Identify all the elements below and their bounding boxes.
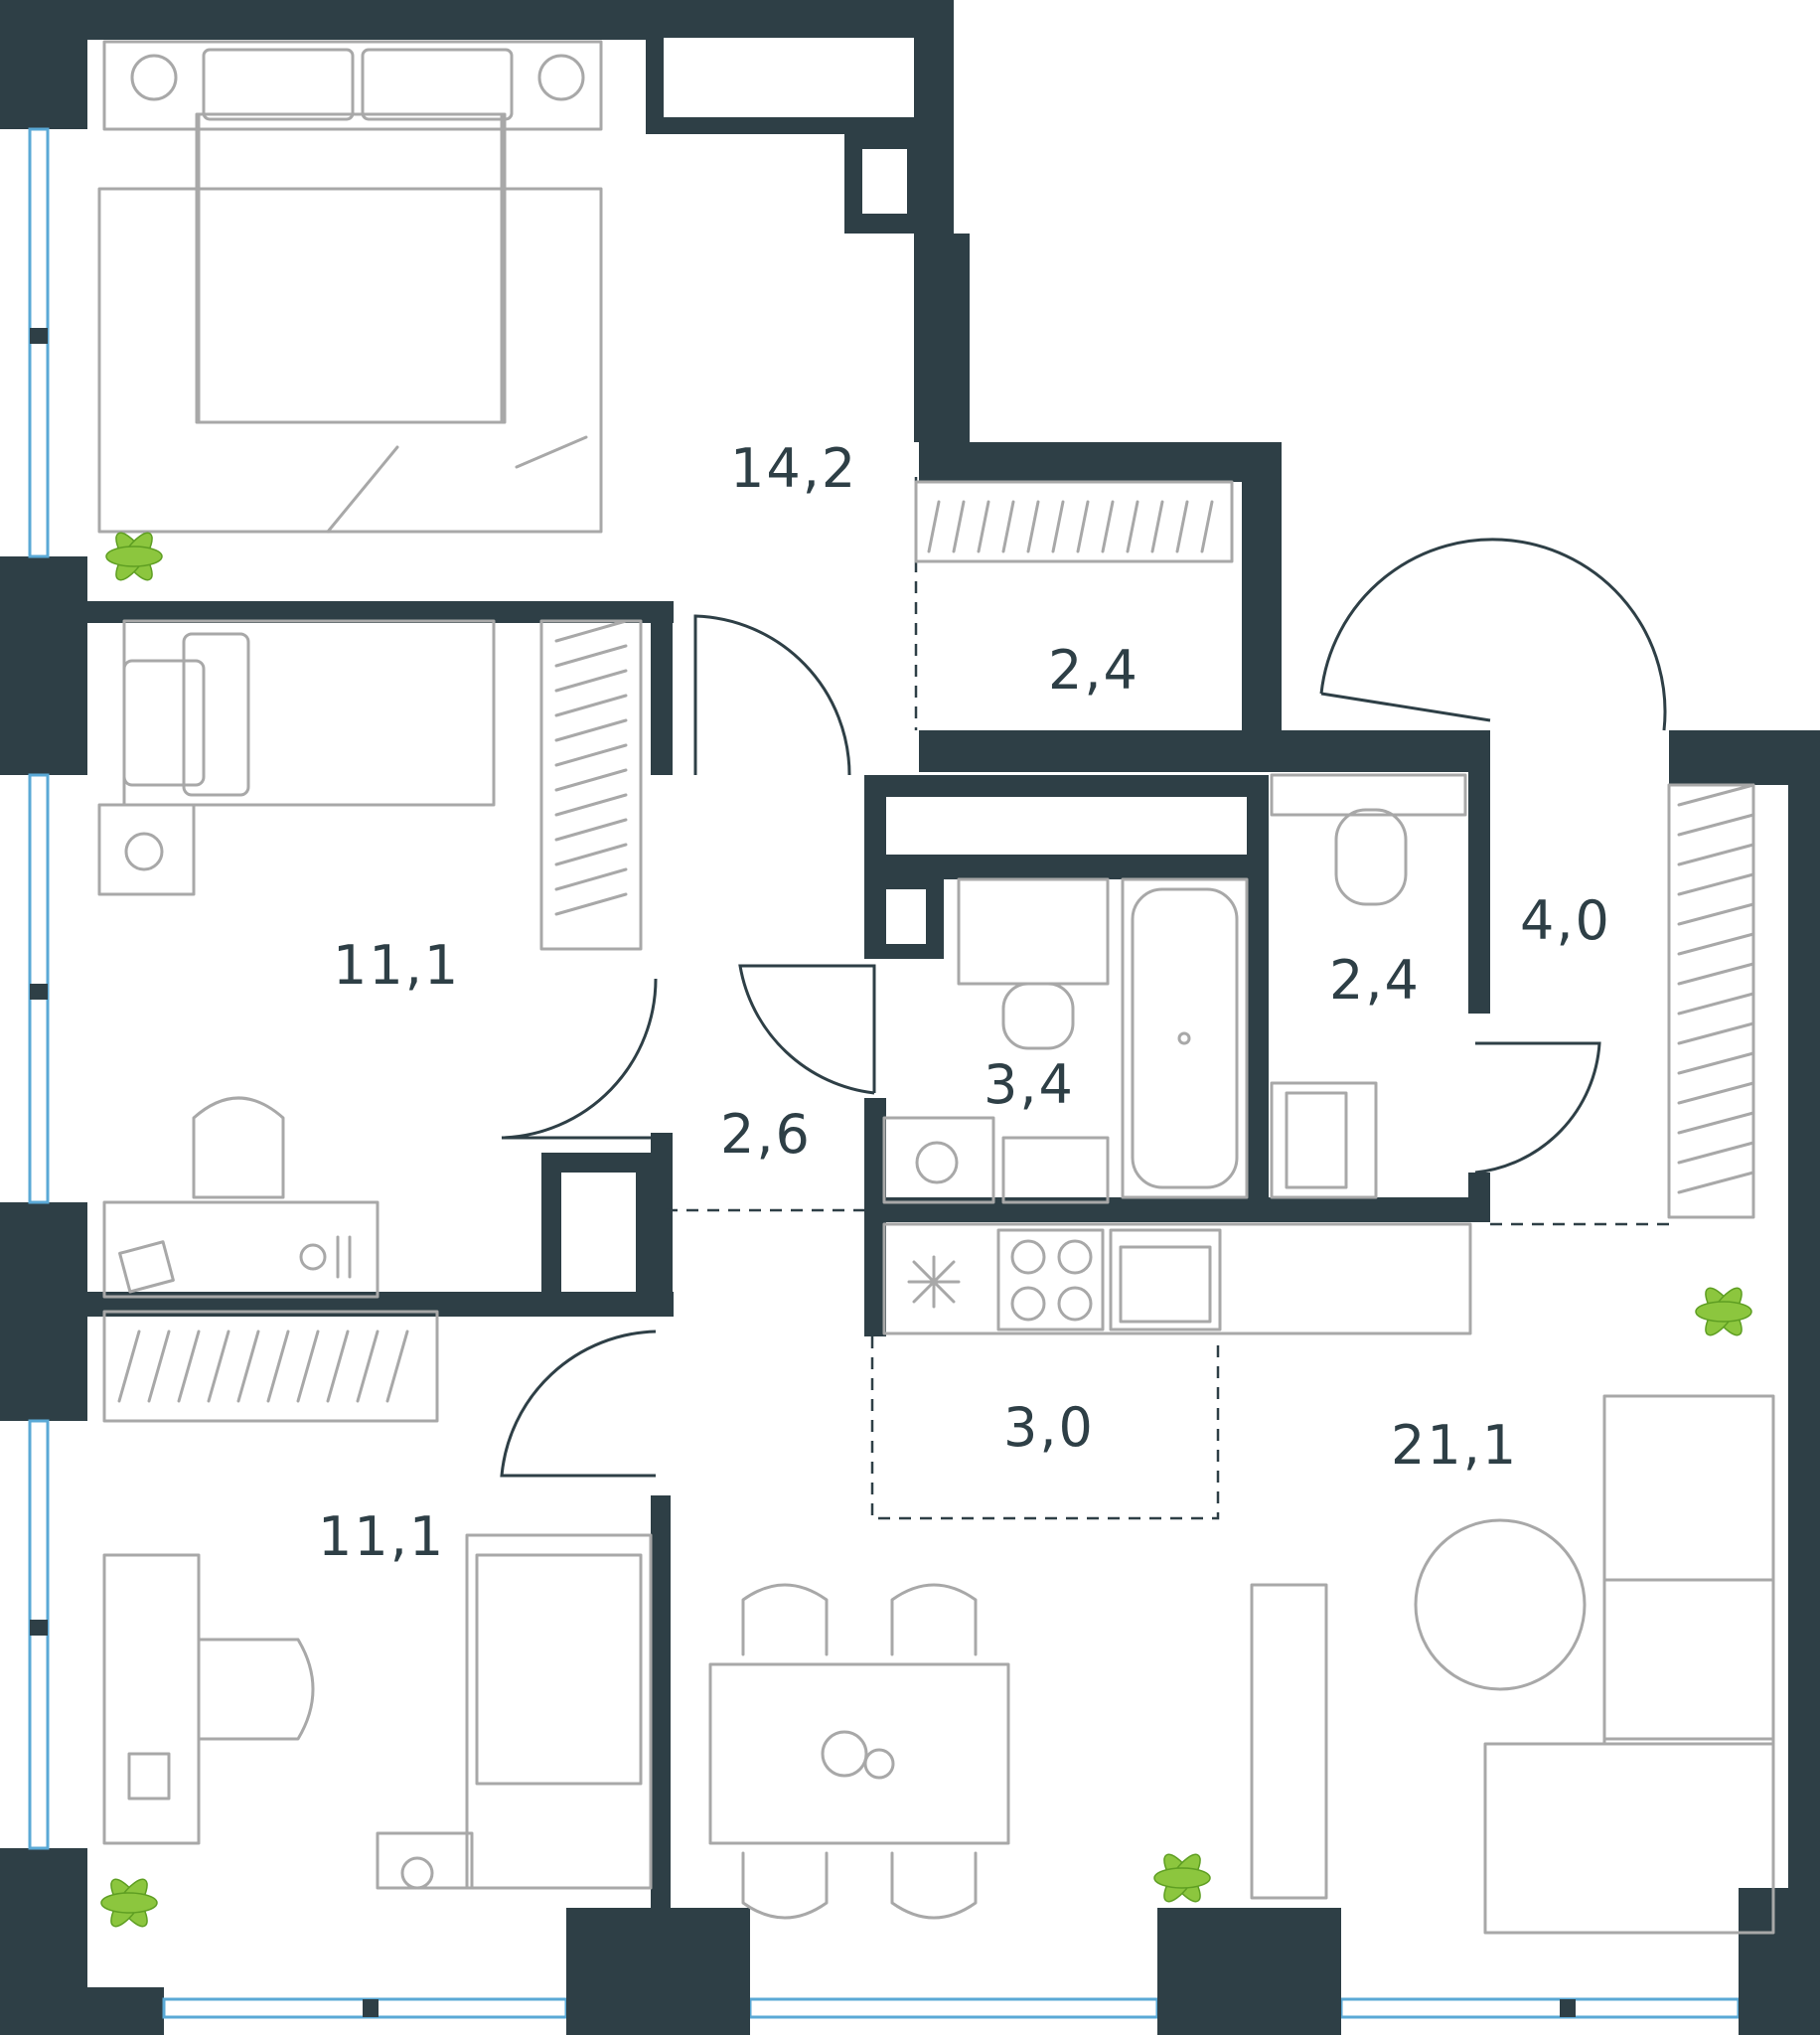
plants	[100, 532, 1752, 1928]
zone-lines	[666, 477, 1669, 1520]
room-area-hall: 4,0	[1520, 889, 1611, 952]
room-area-living-room: 21,1	[1391, 1414, 1519, 1477]
room-area-bedroom-3: 11,1	[318, 1505, 446, 1568]
room-area-storage-1: 2,4	[1048, 639, 1139, 702]
room-area-bathroom: 3,4	[984, 1053, 1075, 1116]
room-area-kitchen: 3,0	[1003, 1396, 1095, 1459]
room-area-corridor: 2,6	[720, 1103, 812, 1166]
room-area-bedroom-1: 14,2	[730, 437, 858, 500]
room-area-bedroom-2: 11,1	[333, 934, 461, 997]
room-area-toilet: 2,4	[1329, 949, 1421, 1012]
doors	[500, 538, 1667, 1478]
furniture	[97, 40, 1775, 1935]
